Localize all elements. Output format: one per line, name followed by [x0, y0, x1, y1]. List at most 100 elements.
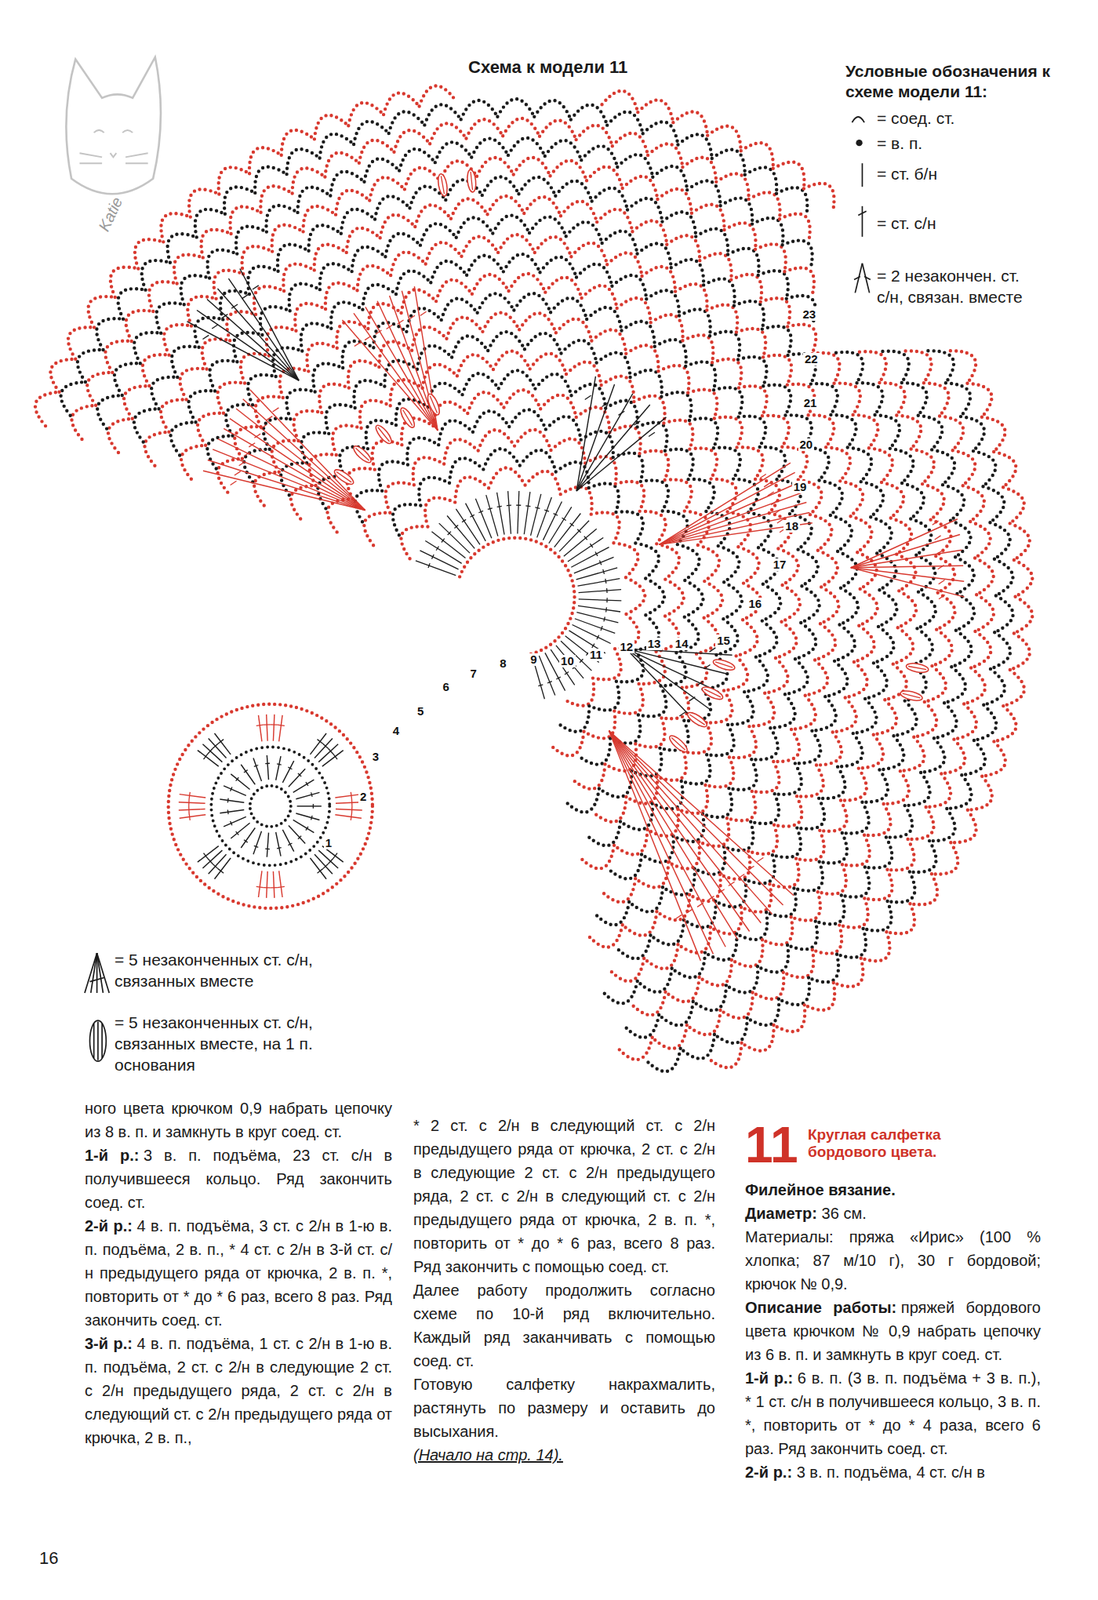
paragraph: Далее работу продолжить согласно схеме п… [413, 1278, 716, 1373]
popcorn-oval [425, 392, 442, 416]
chain-row [207, 254, 859, 925]
fan-cross [679, 712, 686, 717]
popcorn-oval [466, 169, 477, 193]
stitch-cross [589, 543, 593, 548]
stitch-line [279, 715, 283, 742]
watermark-cat [65, 57, 161, 194]
fan-cross [934, 535, 942, 540]
fan-stitch [626, 648, 727, 674]
fan-cross [272, 407, 280, 412]
row-number: 2 [358, 790, 368, 804]
cat-outline [65, 57, 161, 194]
fan-cross [777, 519, 784, 524]
stitch-line [197, 750, 219, 768]
stitch-cross [478, 510, 484, 513]
fan-stitch [608, 730, 749, 932]
paragraph: Готовую салфетку накрахмалить, растянуть… [413, 1372, 716, 1444]
fan-stitch [576, 404, 651, 491]
row-heading: Описание работы: [745, 1298, 897, 1317]
legend-text: = 5 незаконченных ст. с/н, связанных вме… [114, 948, 386, 992]
stitch-line [497, 492, 505, 535]
fan-cross [697, 902, 704, 907]
fan-stitch [223, 428, 365, 510]
stitch-line [272, 714, 274, 742]
chain-row [145, 196, 917, 982]
stitch-cross [256, 886, 264, 888]
fan-stitch [196, 309, 299, 381]
legend-text: = соед. ст. [876, 107, 1058, 129]
instruction-text: 3 в. п. подъёма, 4 ст. с/н в [796, 1463, 986, 1481]
fan-stitch [608, 730, 713, 955]
stitch-line [178, 809, 206, 811]
stitch-cross [311, 792, 313, 797]
fan-cross [767, 491, 775, 496]
fan-cross [202, 334, 209, 339]
stitch-cross [487, 508, 493, 510]
popcorn-line [378, 427, 390, 442]
chain-row [363, 429, 684, 757]
fan-cross [252, 285, 259, 290]
row-number: 18 [783, 519, 800, 533]
stitch-line [314, 854, 333, 874]
stitch-cross [333, 753, 339, 760]
stitch-cross [227, 809, 230, 815]
fan-cross [239, 461, 246, 466]
chain-row [280, 331, 781, 846]
row-number: 8 [498, 657, 508, 670]
chain-symbol [855, 139, 862, 146]
stitch-line [295, 792, 320, 799]
stitch-cross [603, 617, 605, 622]
fan-stitch [850, 567, 964, 582]
legend-symbols [84, 116, 871, 1062]
stitch-line [523, 491, 531, 535]
stitch-cross [595, 551, 598, 556]
stitch-line [318, 850, 339, 869]
stitch-line [447, 515, 475, 549]
stitch-line [219, 799, 244, 803]
stitch-cross [189, 792, 190, 800]
stitch-cross [544, 509, 549, 512]
paragraph: Описание работы:пряжей бордового цвета к… [745, 1295, 1041, 1367]
stitch-line [297, 805, 322, 807]
stitch-line [465, 503, 487, 542]
fan-stitch [850, 549, 963, 568]
stitch-line [202, 850, 222, 869]
stitch-line [314, 738, 333, 759]
paragraph: ного цвета крючком 0,9 набрать цепочку и… [84, 1096, 393, 1144]
instruction-text: Готовую салфетку накрахмалить, растянуть… [413, 1375, 716, 1440]
row-heading: 2-й р.: [745, 1463, 793, 1481]
stitch-line [214, 733, 232, 755]
fan-cross [618, 410, 625, 415]
popcorn-line [429, 396, 437, 414]
stitch-line [572, 625, 611, 644]
popcorn-symbol [89, 1020, 106, 1062]
chain-row [290, 351, 762, 822]
row-heading: Диаметр: [745, 1204, 818, 1222]
fan-cross [728, 881, 735, 886]
stitch-line [334, 794, 362, 798]
text-column: ного цвета крючком 0,9 набрать цепочку и… [84, 1096, 393, 1450]
stitch-cross [454, 525, 459, 529]
stitch-cross [350, 813, 352, 821]
stitch-cross [236, 777, 240, 781]
stitch-line [223, 785, 247, 796]
stitch-line [554, 513, 582, 548]
stitch-line [197, 846, 219, 863]
stitch-cross [534, 507, 540, 509]
legend-heading: Условные обозначения к схеме модели 11: [845, 61, 1051, 102]
stitch-cross [305, 826, 309, 831]
chain-row [108, 157, 956, 1015]
fan-cross [675, 915, 682, 920]
stitch-cross [350, 792, 352, 800]
stitch-line [576, 567, 619, 580]
stitch-line [415, 560, 456, 576]
stitch-cross [351, 806, 353, 814]
fan-cross [938, 565, 945, 570]
fan-stitch [353, 312, 438, 431]
fan-cross [704, 665, 711, 669]
fan-stitch [608, 730, 794, 896]
stitch-cross [265, 847, 270, 850]
row-number: 11 [588, 648, 604, 662]
stitch-line [253, 758, 262, 782]
fan-stitch [576, 417, 666, 491]
